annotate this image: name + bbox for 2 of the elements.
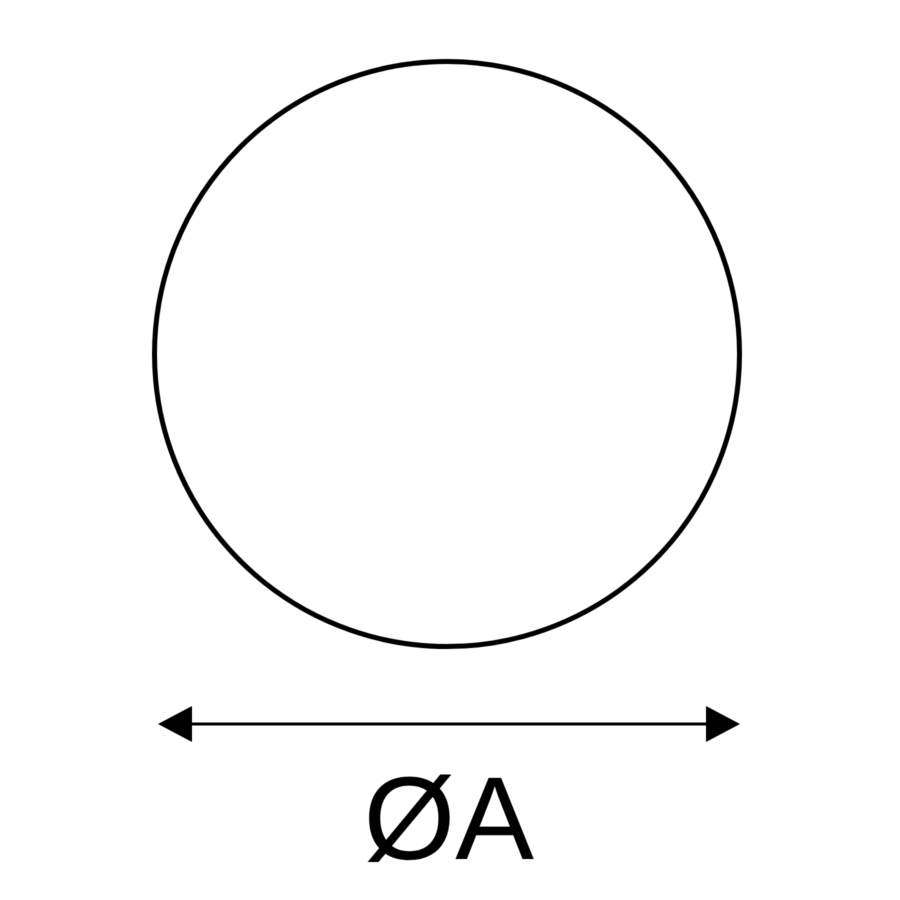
circle-outline — [152, 59, 742, 649]
dimension-label: ØA — [364, 760, 534, 878]
